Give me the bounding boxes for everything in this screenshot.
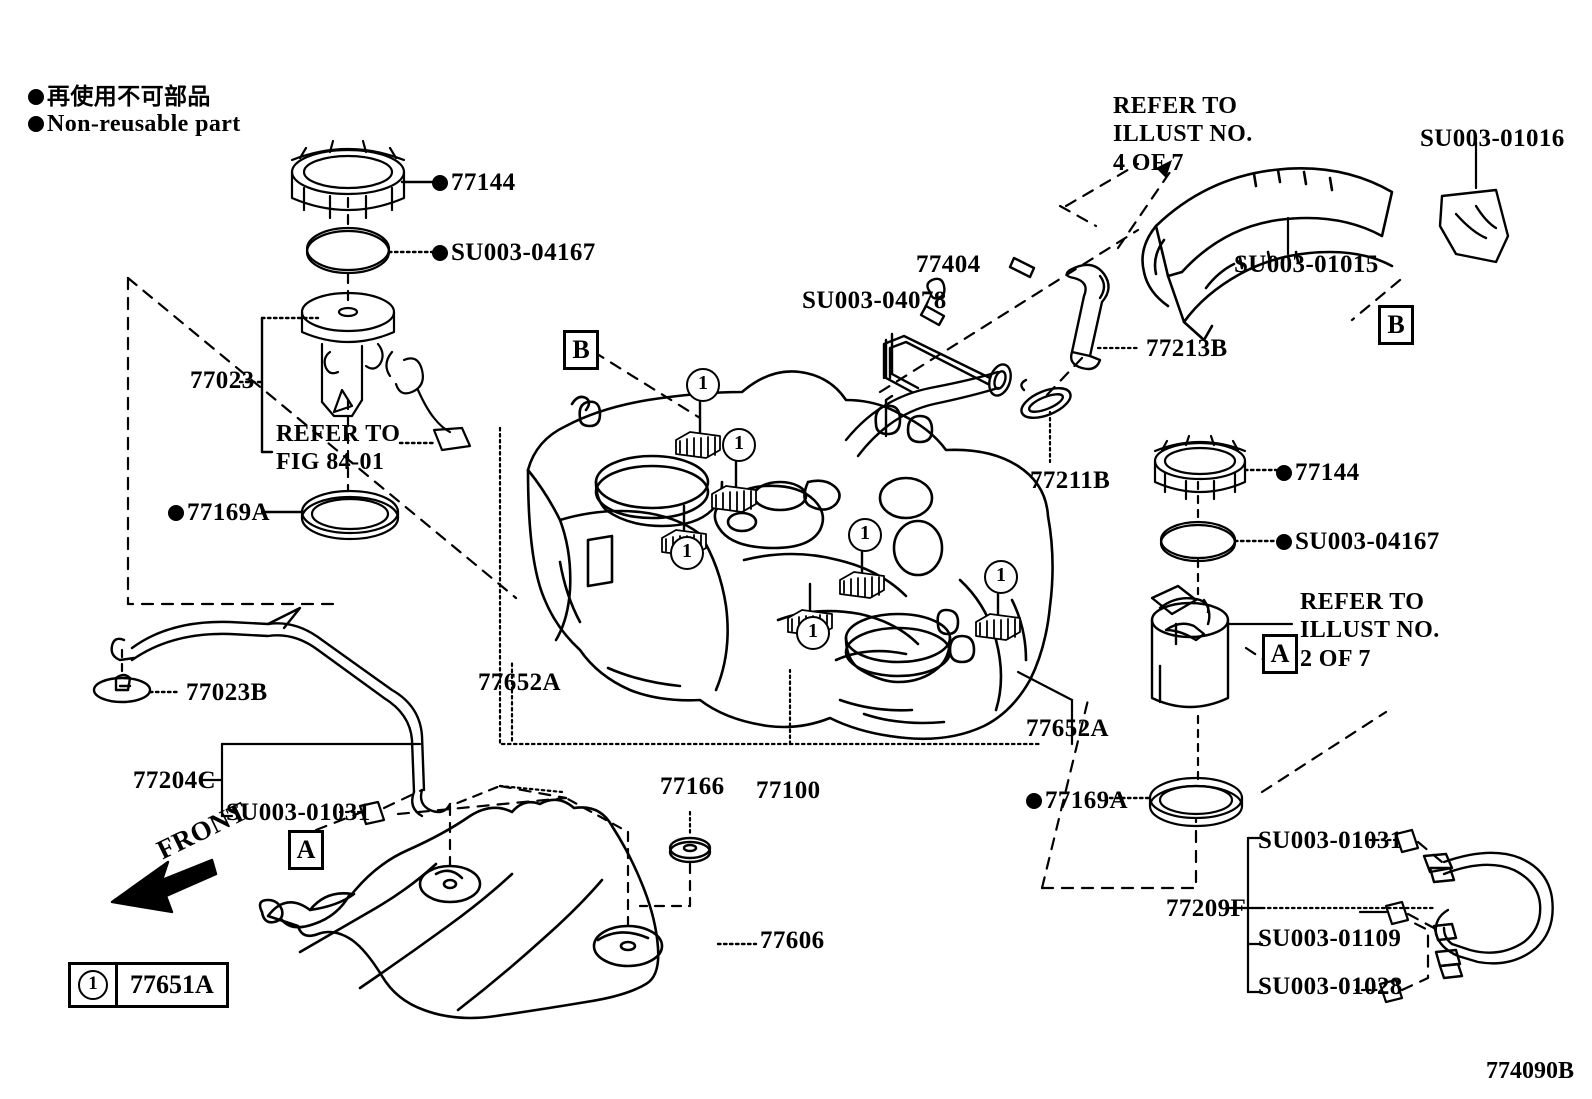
oring-left-art bbox=[305, 226, 391, 275]
callout-77652a-left: 77652A bbox=[478, 669, 561, 696]
callout-su003-04078: SU003-04078 bbox=[802, 287, 947, 314]
callout-77606: 77606 bbox=[760, 927, 825, 954]
ref-box-a-bottom-left: A bbox=[288, 830, 324, 870]
filler-hose-tank-art bbox=[844, 363, 1012, 458]
callout-77404: 77404 bbox=[916, 251, 981, 278]
callout-77144-right: 77144 bbox=[1276, 458, 1360, 488]
callout-77204c: 77204C bbox=[133, 767, 216, 794]
callout-77211b: 77211B bbox=[1030, 467, 1111, 494]
item-legend-partno: 77651A bbox=[130, 970, 214, 999]
figure-code: 774090B bbox=[1485, 1058, 1574, 1084]
nonreusable-dot-icon bbox=[432, 245, 448, 261]
item-legend-circle-1: 1 bbox=[78, 970, 108, 1000]
callout-su003-01031-right: SU003-01031 bbox=[1258, 827, 1403, 854]
callout-77169a-left: 77169A bbox=[168, 498, 270, 528]
item-legend-box: 1 77651A bbox=[68, 962, 229, 1008]
washer-77166-art bbox=[668, 836, 712, 864]
callout-refer-fig-84-01: REFER TO FIG 84-01 bbox=[276, 421, 401, 476]
callout-su003-01015: SU003-01015 bbox=[1234, 251, 1379, 278]
gasket-left-art bbox=[300, 489, 400, 541]
callout-77023: 77023 bbox=[190, 367, 255, 394]
fuel-tank-art bbox=[526, 370, 1054, 741]
callout-77169a-right: 77169A bbox=[1026, 786, 1128, 816]
callout-refer-illust-4-of-7: REFER TO ILLUST NO. 4 OF 7 bbox=[1113, 93, 1253, 176]
front-direction-label: FRONT bbox=[152, 795, 252, 865]
nonreusable-dot-icon bbox=[432, 175, 448, 191]
callout-77144-left: 77144 bbox=[432, 168, 516, 198]
lock-ring-right-art bbox=[1153, 434, 1247, 501]
callout-77652a-right: 77652A bbox=[1026, 715, 1109, 742]
callout-su003-01016: SU003-01016 bbox=[1420, 125, 1565, 152]
nonreusable-dot-icon bbox=[168, 505, 184, 521]
ref-box-b-top-center: B bbox=[563, 330, 599, 370]
callout-77213b: 77213B bbox=[1146, 335, 1228, 362]
ref-box-b-top-right: B bbox=[1378, 305, 1414, 345]
callout-77023b: 77023B bbox=[186, 679, 268, 706]
gasket-right-art bbox=[1148, 776, 1244, 828]
nonreusable-dot-icon bbox=[1026, 793, 1042, 809]
filler-hose-77213b-art bbox=[1065, 263, 1110, 371]
clip-glyphs bbox=[661, 431, 1021, 641]
callout-77166: 77166 bbox=[660, 773, 725, 800]
nonreusable-dot-icon bbox=[1276, 465, 1292, 481]
fuel-tube-right-art bbox=[1422, 851, 1554, 980]
callout-refer-illust-2-of-7: REFER TO ILLUST NO. 2 OF 7 bbox=[1300, 589, 1440, 672]
callout-su003-01109: SU003-01109 bbox=[1258, 925, 1402, 952]
nonreusable-bullet-en-icon bbox=[28, 116, 44, 132]
ring-77211b-art bbox=[1020, 378, 1072, 419]
callout-su003-04167-left: SU003-04167 bbox=[432, 238, 596, 268]
callout-su003-01031-left: SU003-01031 bbox=[226, 799, 371, 826]
filler-protector-art bbox=[1438, 188, 1510, 264]
oring-right-art bbox=[1159, 520, 1237, 563]
nonreusable-bullet-jp-icon bbox=[28, 89, 44, 105]
ref-box-a-right: A bbox=[1262, 634, 1298, 674]
fuel-filter-art bbox=[1150, 584, 1230, 709]
nonreusable-dot-icon bbox=[1276, 534, 1292, 550]
callout-77209f: 77209F bbox=[1166, 895, 1247, 922]
item-legend-symbol-cell: 1 bbox=[71, 965, 118, 1005]
legend-english: Non-reusable part bbox=[28, 110, 241, 138]
callout-su003-01028: SU003-01028 bbox=[1258, 973, 1403, 1000]
tank-vent-pipe-art bbox=[882, 334, 992, 438]
callout-su003-04167-right: SU003-04167 bbox=[1276, 527, 1440, 557]
lock-ring-left-art bbox=[290, 139, 406, 220]
front-arrow-art bbox=[110, 858, 218, 914]
callout-77100: 77100 bbox=[756, 777, 821, 804]
legend-japanese: 再使用不可部品 bbox=[28, 84, 211, 111]
